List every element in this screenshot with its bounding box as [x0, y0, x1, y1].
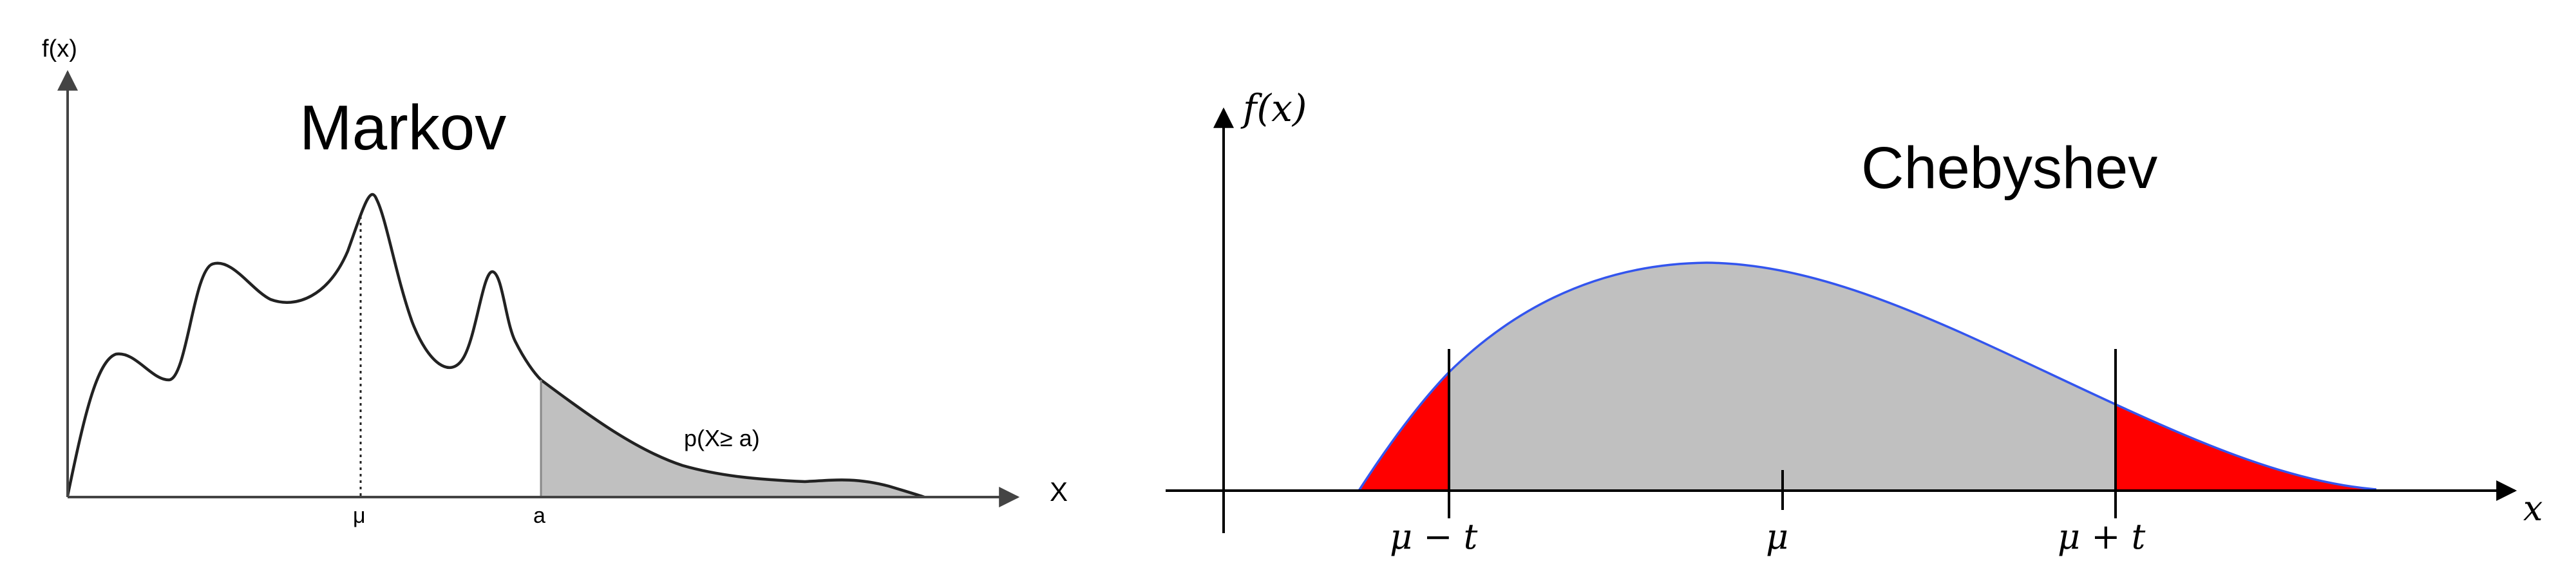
markov-title: Markov: [299, 92, 506, 163]
markov-density-curve: [66, 193, 925, 499]
markov-region-label: p(X≥ a): [684, 425, 760, 451]
markov-tick-a: a: [533, 504, 545, 528]
chebyshev-left-tail-region: [1359, 372, 1449, 491]
markov-y-axis-label: f(x): [42, 35, 77, 62]
markov-tick-mu: μ: [353, 504, 366, 528]
chebyshev-right-tail-region: [2116, 404, 2376, 491]
chebyshev-panel: f(x) x μ − t μ μ + t Chebyshev: [1166, 86, 2543, 557]
markov-panel: f(x) X μ a p(X≥ a) Markov: [42, 35, 1068, 528]
markov-tail-region: [541, 380, 924, 497]
chebyshev-center-region: [1449, 263, 2116, 491]
markov-x-axis-label: X: [1050, 476, 1068, 507]
chebyshev-tick-mu-plus-t: μ + t: [2058, 516, 2146, 557]
chebyshev-y-axis-label: f(x): [1240, 86, 1307, 130]
chebyshev-density-curve: [1358, 261, 2377, 491]
chebyshev-title: Chebyshev: [1861, 135, 2157, 201]
chebyshev-tick-mu: μ: [1766, 516, 1788, 557]
chebyshev-x-axis-label: x: [2523, 488, 2543, 529]
chebyshev-tick-mu-minus-t: μ − t: [1390, 516, 1478, 557]
